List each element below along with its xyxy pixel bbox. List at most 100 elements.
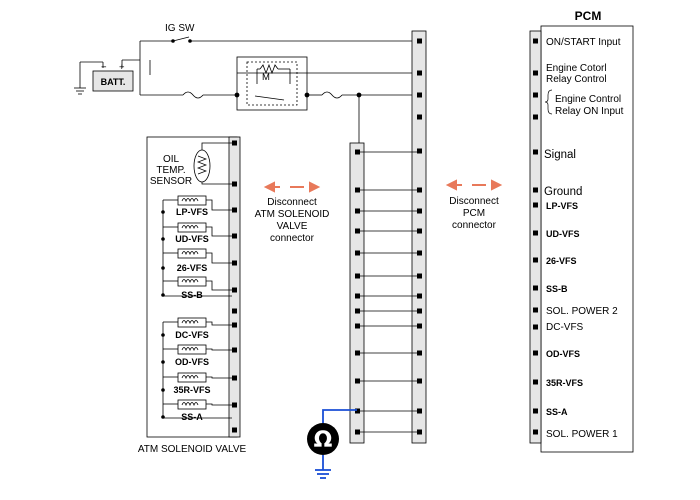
- battery-circuit: [74, 36, 412, 99]
- solenoid-coil: [177, 195, 207, 206]
- valve-pin: [232, 308, 237, 314]
- solenoid-coil: [177, 276, 207, 287]
- solenoid-wire: [206, 321, 232, 326]
- pcm-pin-label: 26-VFS: [546, 256, 577, 266]
- connector-pin: [355, 228, 360, 234]
- valve-side-connector: [349, 142, 365, 444]
- solenoid-coil: [177, 317, 207, 328]
- disconnect-right-line-3: connector: [452, 220, 497, 231]
- wire-junction: [234, 92, 240, 98]
- disconnect-left-line-4: connector: [270, 233, 315, 244]
- connector-pin: [417, 70, 422, 76]
- relay-coil-glyph: M: [262, 72, 270, 83]
- connector-pin: [417, 378, 422, 384]
- solenoid-wire: [206, 280, 232, 291]
- disconnect-left-line-1: Disconnect: [267, 197, 317, 208]
- pcm-pin: [533, 257, 538, 263]
- pcm-title: PCM: [575, 9, 602, 23]
- pcm-box: [540, 25, 634, 453]
- connector-pin: [417, 187, 422, 193]
- valve-side-connector-pins: [355, 149, 360, 435]
- solenoid-coil-winding: [181, 402, 199, 407]
- solenoid-wire: [206, 252, 232, 264]
- pcm-pin: [533, 307, 538, 313]
- connector-pin: [355, 293, 360, 299]
- connector-pin: [417, 273, 422, 279]
- solenoid-label: DC-VFS: [175, 330, 209, 340]
- connector-pin: [417, 148, 422, 154]
- pcm-pin-label: 35R-VFS: [546, 378, 583, 388]
- solenoid-common-wire: [162, 200, 232, 297]
- connector-pin: [355, 187, 360, 193]
- wire-junction: [304, 92, 310, 98]
- disconnect-arrow-left: [263, 181, 321, 193]
- battery-plus-sign: +: [119, 62, 125, 73]
- pcm-pin: [533, 114, 538, 120]
- solenoid-coil-winding: [181, 320, 199, 325]
- solenoid-wire: [206, 403, 232, 406]
- solenoid-coil: [177, 222, 207, 233]
- pcm-pin-label: ON/START Input: [546, 37, 621, 48]
- connector-pin: [417, 323, 422, 329]
- connector-pin: [355, 408, 360, 414]
- connector-pin: [417, 429, 422, 435]
- valve-pin: [232, 181, 237, 187]
- disconnect-right-line-1: Disconnect: [449, 196, 499, 207]
- harness-wires: [234, 92, 417, 433]
- connector-pin: [417, 38, 422, 44]
- connector-pin: [355, 350, 360, 356]
- valve-pin: [232, 207, 237, 213]
- disconnect-right-line-2: PCM: [463, 208, 485, 219]
- valve-pin: [232, 287, 237, 293]
- valve-pin: [232, 402, 237, 408]
- pcm-pin: [533, 285, 538, 291]
- pcm-pins: [533, 38, 538, 435]
- solenoid-valve-connector: [228, 136, 241, 438]
- solenoid-label: SS-A: [181, 412, 203, 422]
- pcm-pin-label: Ground: [544, 186, 582, 198]
- pcm-pin: [533, 38, 538, 44]
- sensor-wire: [201, 142, 232, 150]
- solenoid-coil: [177, 248, 207, 259]
- battery-label: BATT.: [101, 77, 126, 87]
- connector-pin: [417, 228, 422, 234]
- pcm-pin: [533, 202, 538, 208]
- pcm-pin-label: SOL. POWER 1: [546, 429, 618, 440]
- ig-switch-contact-left: [171, 39, 175, 43]
- pcm-pin: [533, 230, 538, 236]
- connector-pin: [417, 208, 422, 214]
- connector-pin: [355, 323, 360, 329]
- engine-control-relay: [236, 56, 412, 111]
- pcm-pin: [533, 187, 538, 193]
- connector-pin: [355, 250, 360, 256]
- pcm-pin-label: SS-B: [546, 284, 568, 294]
- pcm-pin-label: DC-VFS: [546, 322, 584, 333]
- pcm-connector: [529, 30, 542, 444]
- solenoid-common-wire: [162, 322, 232, 419]
- oil-temp-sensor-resistor: [197, 155, 207, 175]
- oil-temp-sensor: [193, 149, 211, 183]
- pcm-pin: [533, 324, 538, 330]
- sensor-wire: [201, 182, 232, 185]
- connector-pin: [355, 429, 360, 435]
- solenoid-valve-title: ATM SOLENOID VALVE: [138, 444, 247, 455]
- connector-pin: [417, 350, 422, 356]
- pcm-pin-label: Relay Control: [546, 74, 607, 85]
- solenoid-wire: [206, 199, 232, 211]
- valve-pin: [232, 322, 237, 328]
- solenoid-label: OD-VFS: [175, 357, 209, 367]
- disconnect-arrow-right: [445, 179, 503, 191]
- connector-pin: [417, 408, 422, 414]
- pcm-pin-label: UD-VFS: [546, 229, 580, 239]
- ig-switch-label: IG SW: [165, 23, 195, 34]
- solenoid-coil-winding: [181, 347, 199, 352]
- pcm-pin: [533, 70, 538, 76]
- oil-temp-sensor-label-2: TEMP.: [156, 165, 185, 176]
- solenoid-label: UD-VFS: [175, 234, 209, 244]
- solenoid-valve-box: [146, 136, 238, 438]
- solenoid-wire: [206, 376, 232, 379]
- pcm-pin: [533, 149, 538, 155]
- pcm-pin: [533, 92, 538, 98]
